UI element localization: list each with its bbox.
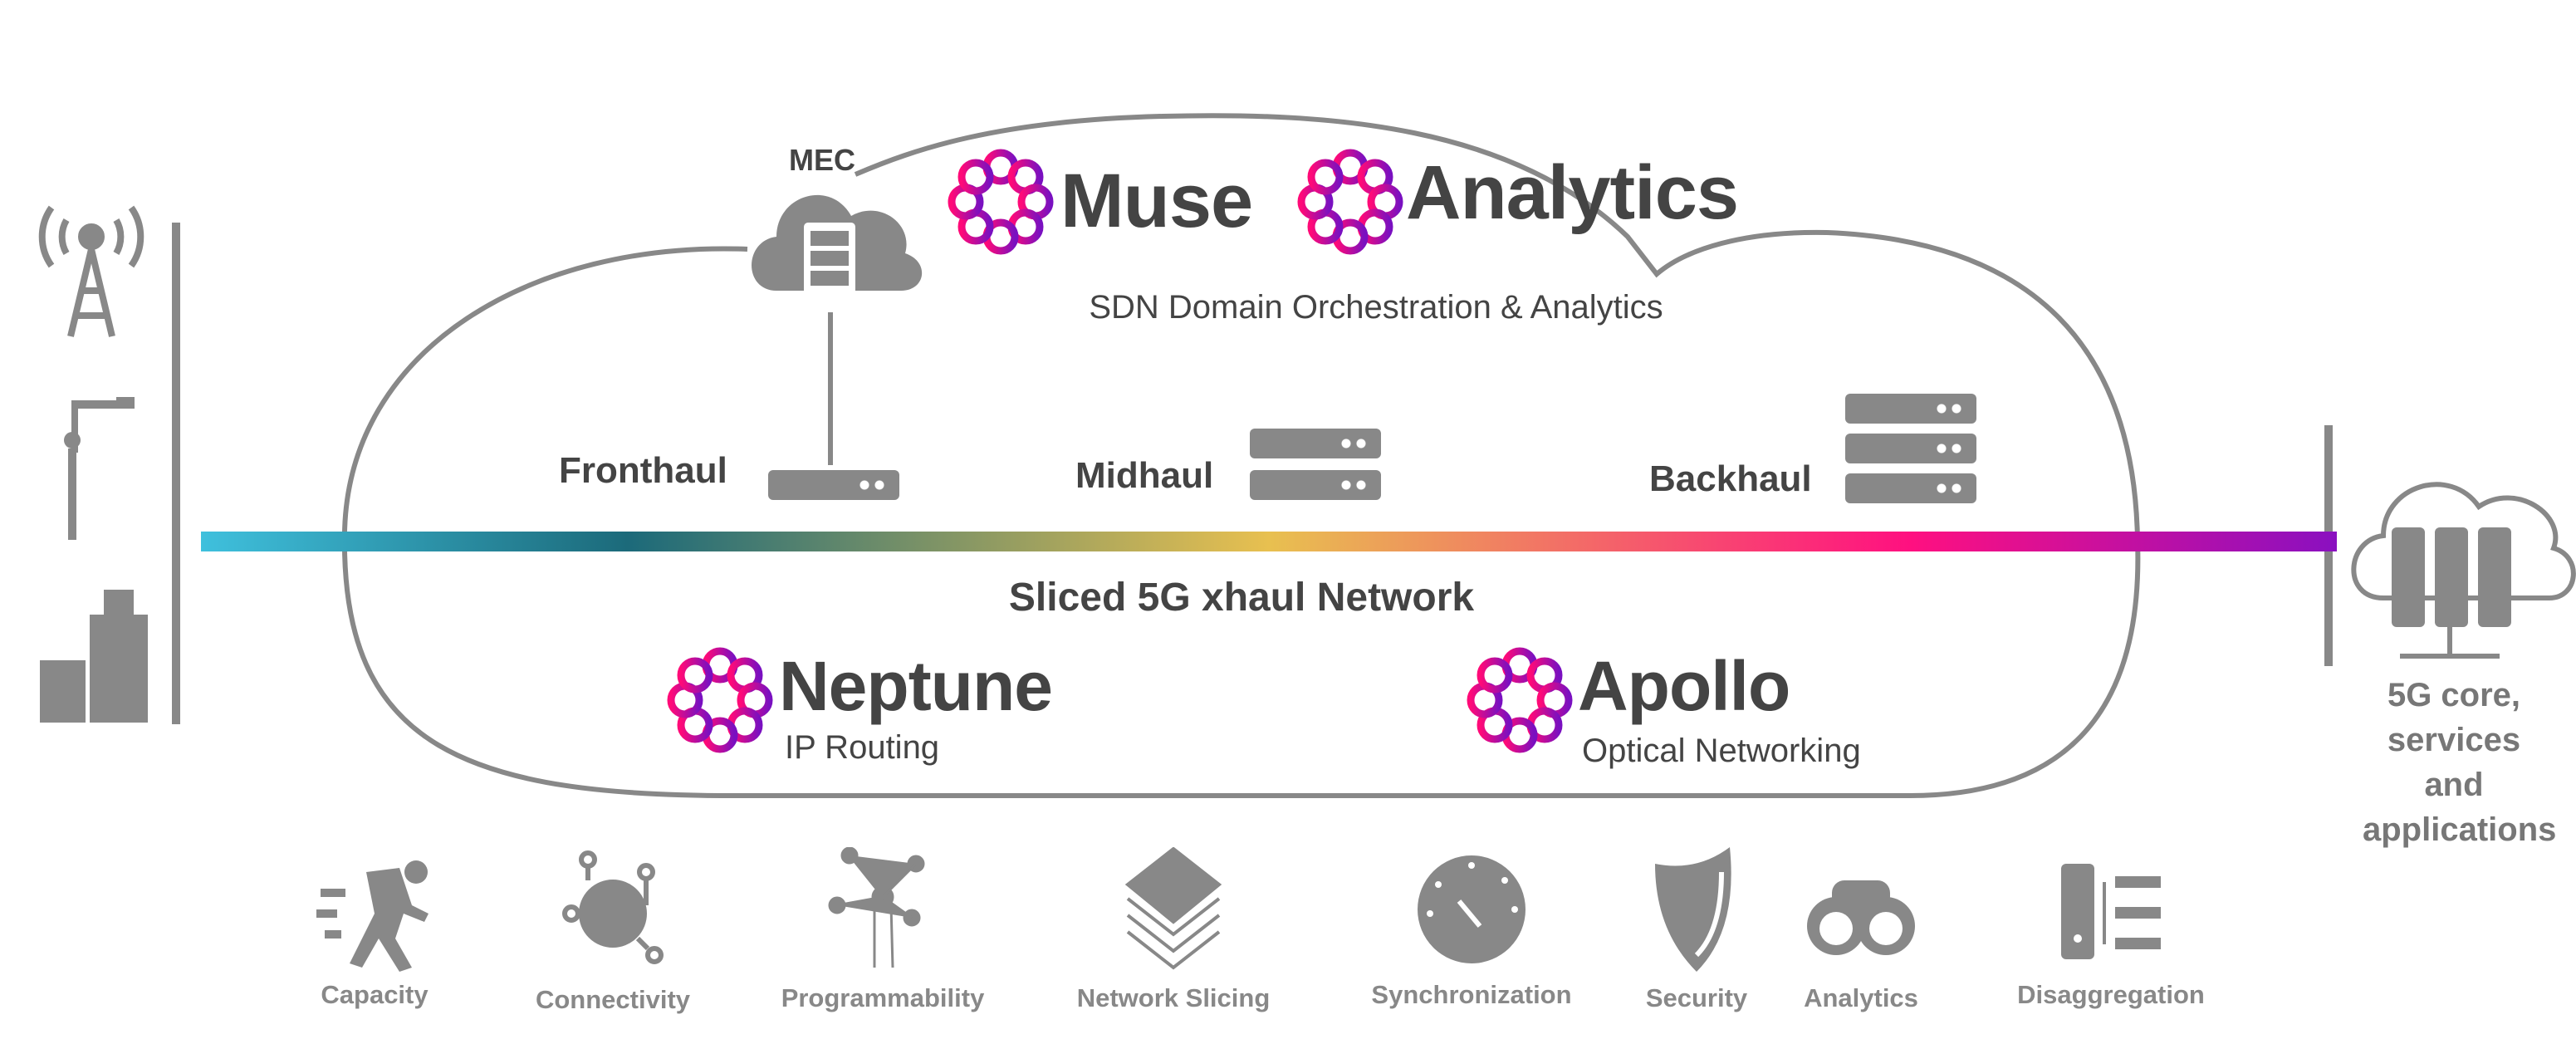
fronthaul-label: Fronthaul: [559, 450, 727, 491]
midhaul-label: Midhaul: [1075, 455, 1214, 496]
analytics-binoculars-icon: [1807, 880, 1915, 955]
feature-analytics: Analytics: [1804, 983, 1918, 1012]
feature-disaggregation: Disaggregation: [2017, 980, 2205, 1009]
backhaul-server-icon: [1845, 473, 1976, 503]
backhaul-server-icon: [1845, 434, 1976, 463]
disaggregation-server-icon: [2061, 864, 2161, 959]
xhaul-gradient-bar: [201, 532, 2337, 551]
feature-capacity: Capacity: [321, 980, 429, 1009]
feature-synchronization: Synchronization: [1371, 980, 1572, 1009]
analytics-brand: Analytics: [1406, 150, 1739, 235]
connectivity-globe-icon: [562, 850, 664, 964]
apollo-brand: Apollo: [1578, 647, 1790, 725]
muse-brand: Muse: [1060, 159, 1253, 243]
backhaul-server-icon: [1845, 394, 1976, 424]
feature-security: Security: [1645, 983, 1748, 1012]
xhaul-network-label: Sliced 5G xhaul Network: [1008, 576, 1475, 620]
feature-programmability: Programmability: [781, 983, 985, 1012]
fronthaul-server-icon: [768, 470, 899, 500]
programmability-touch-icon: [828, 847, 925, 968]
apollo-desc: Optical Networking: [1582, 733, 1861, 769]
cell-tower-icon: [38, 205, 144, 337]
small-cell-streetlight-icon: [64, 397, 135, 540]
feature-network-slicing: Network Slicing: [1076, 983, 1271, 1012]
neptune-brand: Neptune: [779, 647, 1053, 725]
security-shield-icon: [1655, 847, 1731, 972]
capacity-runner-icon: [316, 860, 429, 972]
orchestration-subtitle: SDN Domain Orchestration & Analytics: [1089, 289, 1663, 326]
backhaul-label: Backhaul: [1649, 458, 1812, 499]
network-slicing-layers-icon: [1124, 847, 1222, 970]
muse-logo-icon: [948, 149, 1054, 255]
buildings-icon: [40, 590, 148, 723]
feature-connectivity: Connectivity: [535, 985, 691, 1014]
midhaul-server-icon: [1250, 470, 1381, 500]
neptune-desc: IP Routing: [785, 729, 940, 766]
neptune-logo-icon: [671, 651, 769, 749]
apollo-logo-icon: [1471, 651, 1569, 749]
core-cloud-icon: [2351, 482, 2576, 659]
mec-cloud-icon: [752, 194, 923, 306]
synchronization-clock-icon: [1418, 855, 1526, 963]
mec-label: MEC: [789, 143, 855, 177]
midhaul-server-icon: [1250, 429, 1381, 458]
core-label: 5G core, services and applications: [2363, 677, 2557, 848]
analytics-logo-icon: [1301, 153, 1399, 251]
